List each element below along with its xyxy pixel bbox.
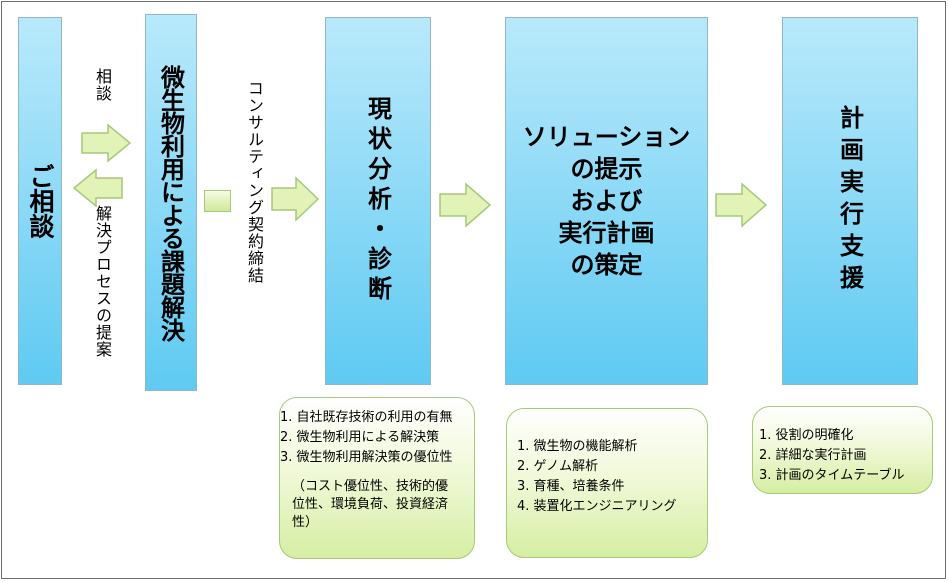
box-consultation-label: ご相談 bbox=[26, 163, 55, 239]
note-solution-item-3: 3. 育種、培養条件 bbox=[517, 479, 625, 494]
box-solution-plan-label: ソリューション の提示 および 実行計画 の策定 bbox=[522, 123, 691, 279]
note-solution: 1. 微生物の機能解析 2. ゲノム解析 3. 育種、培養条件 4. 装置化エン… bbox=[506, 408, 708, 558]
note-support: 1. 役割の明確化 2. 詳細な実行計画 3. 計画のタイムテーブル bbox=[752, 406, 933, 494]
box-execution-support: 計画実行支援 bbox=[782, 17, 918, 385]
consult-label: 相談 bbox=[93, 68, 112, 102]
arrow-to-support bbox=[715, 182, 768, 228]
box-analysis: 現状分析・診断 bbox=[325, 17, 431, 385]
note-solution-item-4: 4. 装置化エンジニアリング bbox=[517, 499, 677, 514]
note-analysis-item-1: 1. 自社既存技術の利用の有無 bbox=[280, 410, 453, 425]
note-analysis-item-3: 3. 微生物利用解決策の優位性 bbox=[280, 450, 453, 465]
proposal-label: 解決プロセスの提案 bbox=[93, 205, 112, 358]
arrow-left-proposal bbox=[72, 168, 123, 208]
box-consultation: ご相談 bbox=[18, 17, 62, 385]
note-support-item-3: 3. 計画のタイムテーブル bbox=[759, 468, 905, 483]
note-support-item-2: 2. 詳細な実行計画 bbox=[759, 448, 867, 463]
note-analysis-sub: （コスト優位性、技術的優位性、環境負荷、投資経済性） bbox=[292, 479, 449, 530]
arrow-right-consult bbox=[81, 123, 132, 163]
box-analysis-label: 現状分析・診断 bbox=[363, 96, 392, 306]
arrow-to-analysis bbox=[271, 176, 320, 222]
note-solution-item-1: 1. 微生物の機能解析 bbox=[517, 439, 638, 454]
note-analysis: 1. 自社既存技術の利用の有無 2. 微生物利用による解決策 3. 微生物利用解… bbox=[279, 397, 475, 559]
note-support-item-1: 1. 役割の明確化 bbox=[759, 428, 854, 443]
arrow-to-solution bbox=[439, 182, 492, 228]
box-execution-support-label: 計画実行支援 bbox=[835, 105, 864, 297]
note-solution-item-2: 2. ゲノム解析 bbox=[517, 459, 599, 474]
box-solution-plan: ソリューション の提示 および 実行計画 の策定 bbox=[505, 17, 708, 385]
box-microbe-solution: 微生物利用による課題解決 bbox=[145, 14, 197, 391]
box-microbe-solution-label: 微生物利用による課題解決 bbox=[156, 64, 185, 341]
contract-label: コンサルティング契約締結 bbox=[245, 80, 264, 284]
note-analysis-item-2: 2. 微生物利用による解決策 bbox=[280, 430, 440, 445]
connector-bar bbox=[204, 190, 231, 212]
